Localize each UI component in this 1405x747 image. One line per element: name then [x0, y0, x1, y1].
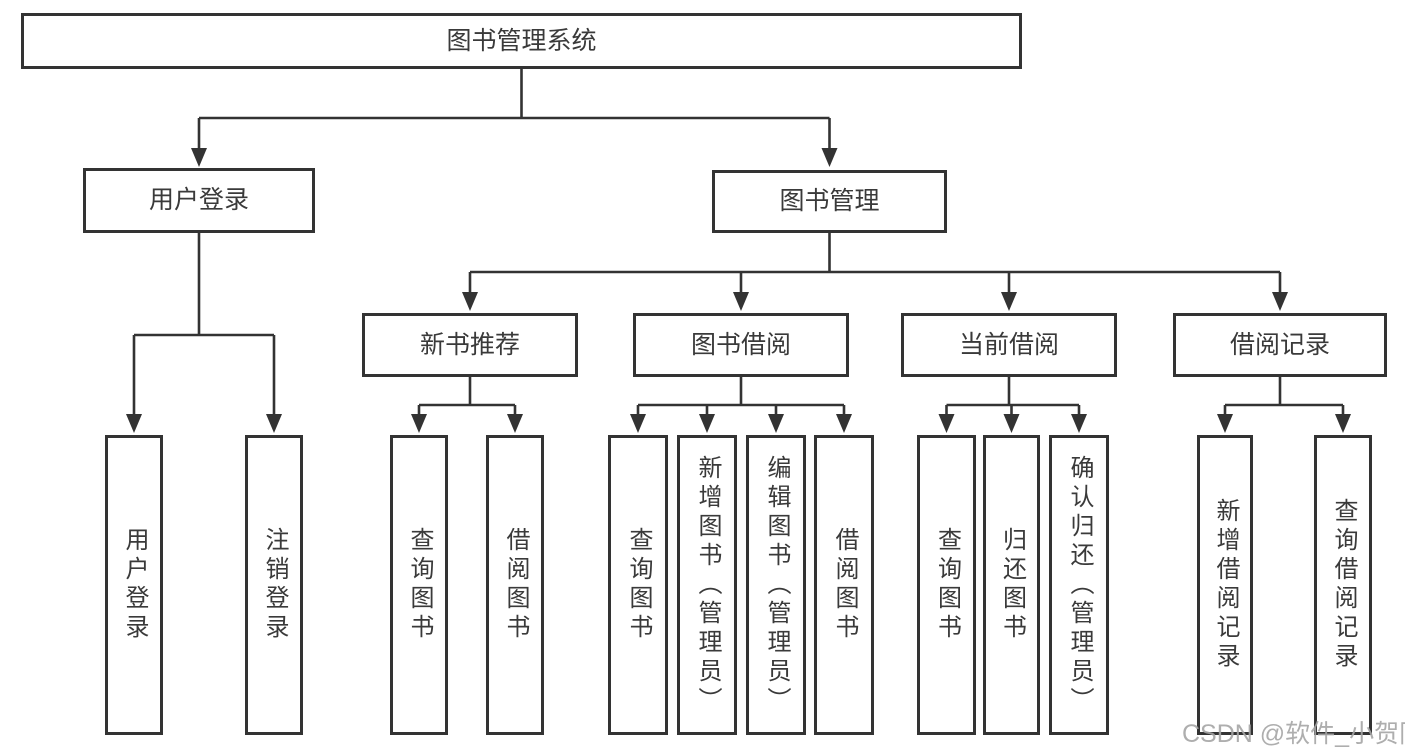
leaf-records-add: 新增借阅记录	[1197, 435, 1253, 735]
leaf-borrow-query: 查询图书	[608, 435, 668, 735]
leaf-borrow-edit: 编辑图书（管理员）	[746, 435, 806, 735]
leaf-newbooks-query: 查询图书	[390, 435, 448, 735]
leaf-current-query: 查询图书	[917, 435, 976, 735]
leaf-borrow-edit-label: 编辑图书（管理员）	[763, 454, 790, 716]
node-root: 图书管理系统	[21, 13, 1022, 69]
node-book-management-label: 图书管理	[779, 187, 880, 215]
node-new-book-recommend: 新书推荐	[362, 313, 578, 377]
node-book-management: 图书管理	[712, 170, 947, 233]
leaf-borrow-query-label: 查询图书	[625, 527, 652, 643]
node-current-borrow: 当前借阅	[901, 313, 1117, 377]
leaf-borrow-add: 新增图书（管理员）	[677, 435, 737, 735]
leaf-newbooks-borrow-label: 借阅图书	[502, 527, 529, 643]
node-user-login-label: 用户登录	[148, 186, 249, 214]
node-borrow-records-label: 借阅记录	[1229, 330, 1330, 359]
leaf-records-query-label: 查询借阅记录	[1330, 498, 1357, 672]
watermark-text: CSDN @软件_小贺同学	[1182, 720, 1405, 747]
node-new-book-recommend-label: 新书推荐	[419, 330, 520, 359]
node-current-borrow-label: 当前借阅	[958, 330, 1059, 359]
leaf-current-confirm-label: 确认归还（管理员）	[1066, 454, 1093, 716]
node-book-borrow-label: 图书借阅	[690, 330, 791, 359]
leaf-current-return: 归还图书	[983, 435, 1040, 735]
node-borrow-records: 借阅记录	[1173, 313, 1387, 377]
node-user-login: 用户登录	[83, 168, 315, 233]
leaf-records-add-label: 新增借阅记录	[1212, 498, 1239, 672]
leaf-current-query-label: 查询图书	[933, 527, 961, 643]
leaf-current-return-label: 归还图书	[998, 527, 1026, 643]
leaf-borrow-borrow-label: 借阅图书	[831, 527, 858, 643]
node-root-label: 图书管理系统	[446, 26, 597, 55]
leaf-newbooks-borrow: 借阅图书	[486, 435, 544, 735]
leaf-records-query: 查询借阅记录	[1314, 435, 1372, 735]
leaf-borrow-borrow: 借阅图书	[814, 435, 874, 735]
leaf-user-login: 用户登录	[105, 435, 163, 735]
leaf-newbooks-query-label: 查询图书	[406, 527, 433, 643]
leaf-current-confirm: 确认归还（管理员）	[1049, 435, 1109, 735]
node-book-borrow: 图书借阅	[633, 313, 849, 377]
leaf-logout-label: 注销登录	[261, 527, 288, 643]
leaf-logout: 注销登录	[245, 435, 303, 735]
leaf-borrow-add-label: 新增图书（管理员）	[694, 454, 721, 716]
arrowhead-group	[126, 148, 1351, 433]
leaf-user-login-label: 用户登录	[121, 527, 148, 643]
